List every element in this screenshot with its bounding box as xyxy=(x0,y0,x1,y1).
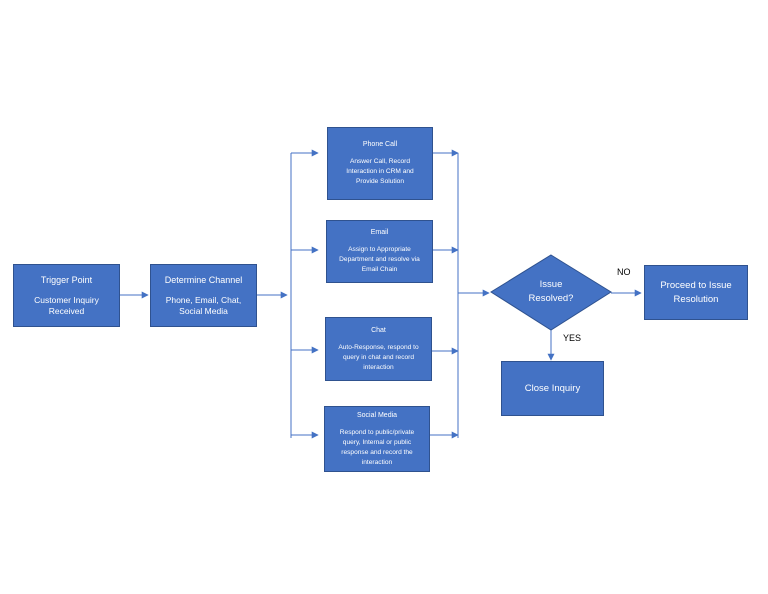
proceed-to-resolution-box: Proceed to Issue Resolution xyxy=(644,265,748,320)
trigger-point-box: Trigger Point Customer Inquiry Received xyxy=(13,264,120,327)
yes-label: YES xyxy=(563,333,582,343)
email-box: Email Assign to Appropriate Department a… xyxy=(326,220,433,283)
close-inquiry-label: Close Inquiry xyxy=(524,382,581,394)
email-title: Email xyxy=(370,229,389,236)
phone-call-body: Answer Call, Record Interaction in CRM a… xyxy=(346,158,414,185)
trigger-point-title: Trigger Point xyxy=(40,275,93,285)
decision-diamond-shape xyxy=(490,254,612,331)
trigger-point-body: Customer Inquiry Received xyxy=(34,295,99,316)
chat-body: Auto-Response, respond to query in chat … xyxy=(338,343,419,371)
social-media-box: Social Media Respond to public/private q… xyxy=(324,406,430,472)
determine-channel-title: Determine Channel xyxy=(164,275,243,285)
determine-channel-body: Phone, Email, Chat, Social Media xyxy=(165,295,242,316)
chat-box: Chat Auto-Response, respond to query in … xyxy=(325,317,432,381)
chat-title: Chat xyxy=(371,326,386,334)
email-body: Assign to Appropriate Department and res… xyxy=(339,246,420,273)
proceed-to-resolution-label: Proceed to Issue Resolution xyxy=(660,279,732,305)
determine-channel-box: Determine Channel Phone, Email, Chat, So… xyxy=(150,264,257,327)
no-label: NO xyxy=(617,267,631,277)
issue-resolved-label: Issue Resolved? xyxy=(528,279,574,304)
phone-call-title: Phone Call xyxy=(362,141,398,148)
social-media-title: Social Media xyxy=(356,411,398,419)
close-inquiry-box: Close Inquiry xyxy=(501,361,604,416)
social-media-body: Respond to public/private query, Interna… xyxy=(339,428,415,466)
phone-call-box: Phone Call Answer Call, Record Interacti… xyxy=(327,127,433,200)
